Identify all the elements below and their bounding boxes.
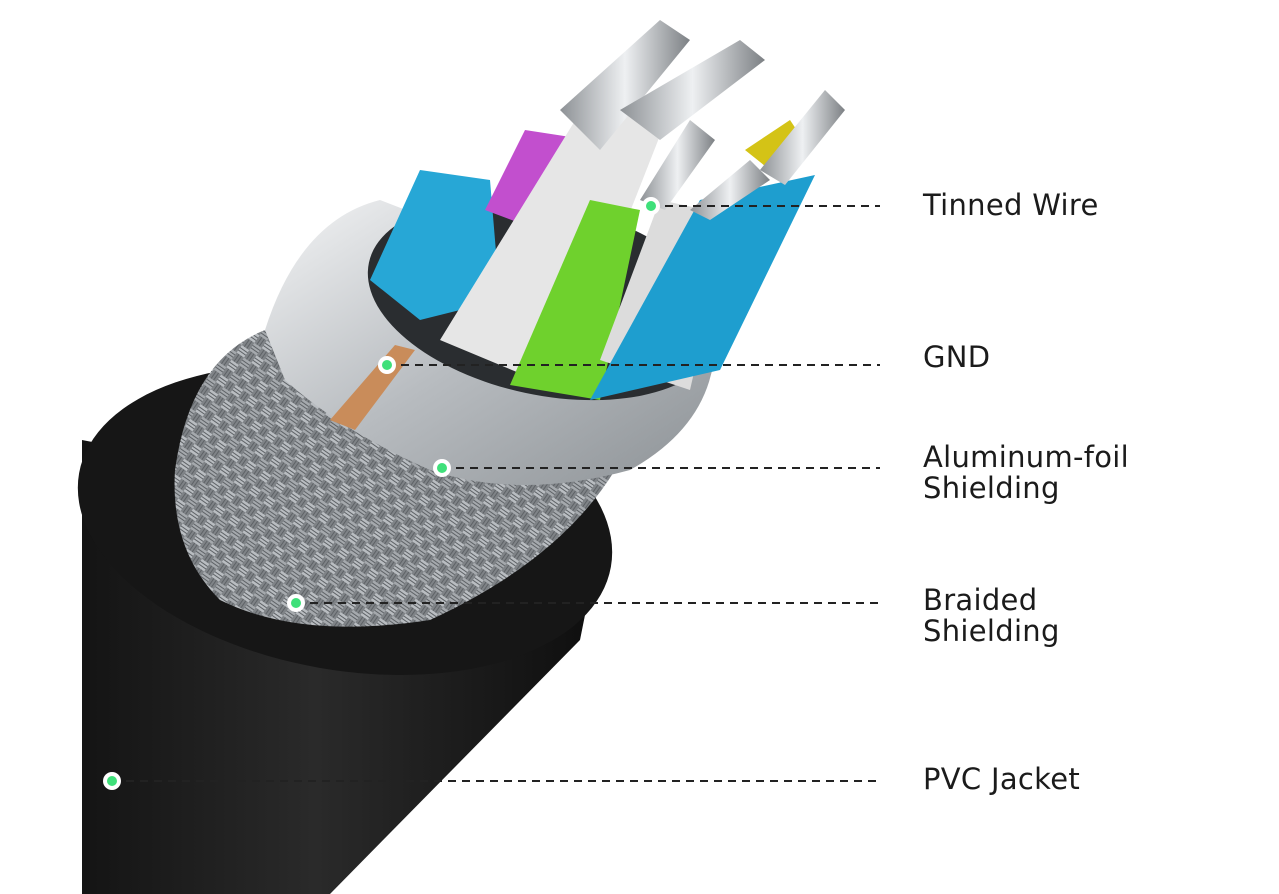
label-line: Tinned Wire: [923, 188, 1099, 222]
conductor-white: [440, 80, 670, 390]
marker-dot-center: [437, 463, 447, 473]
marker-dot-center: [291, 598, 301, 608]
leader-gnd: [378, 356, 880, 374]
label-aluminum-foil-shielding: Aluminum-foil Shielding: [923, 442, 1129, 504]
leader-aluminum-foil: [433, 459, 880, 477]
strand-bundle: [760, 90, 845, 185]
strand-bundle: [640, 120, 715, 210]
strand-bundle: [620, 40, 765, 140]
leader-pvc-jacket: [103, 772, 880, 790]
strand-bundle: [560, 20, 690, 150]
label-line: PVC Jacket: [923, 762, 1081, 796]
conductor-blue-right: [590, 175, 815, 400]
label-tinned-wire: Tinned Wire: [923, 190, 1099, 221]
label-gnd: GND: [923, 342, 990, 373]
label-line: Braided: [923, 583, 1038, 617]
marker-dot-center: [646, 201, 656, 211]
label-braided-shielding: Braided Shielding: [923, 585, 1060, 647]
leader-braided-shielding: [287, 594, 880, 612]
label-line: Aluminum-foil: [923, 440, 1130, 474]
label-pvc-jacket: PVC Jacket: [923, 764, 1080, 795]
conductor-blue-left: [370, 170, 500, 320]
marker-dot-center: [382, 360, 392, 370]
label-line: Shielding: [923, 471, 1060, 505]
marker-dot-center: [107, 776, 117, 786]
label-line: GND: [923, 340, 991, 374]
label-line: Shielding: [923, 614, 1060, 648]
leader-tinned-wire: [642, 197, 880, 215]
